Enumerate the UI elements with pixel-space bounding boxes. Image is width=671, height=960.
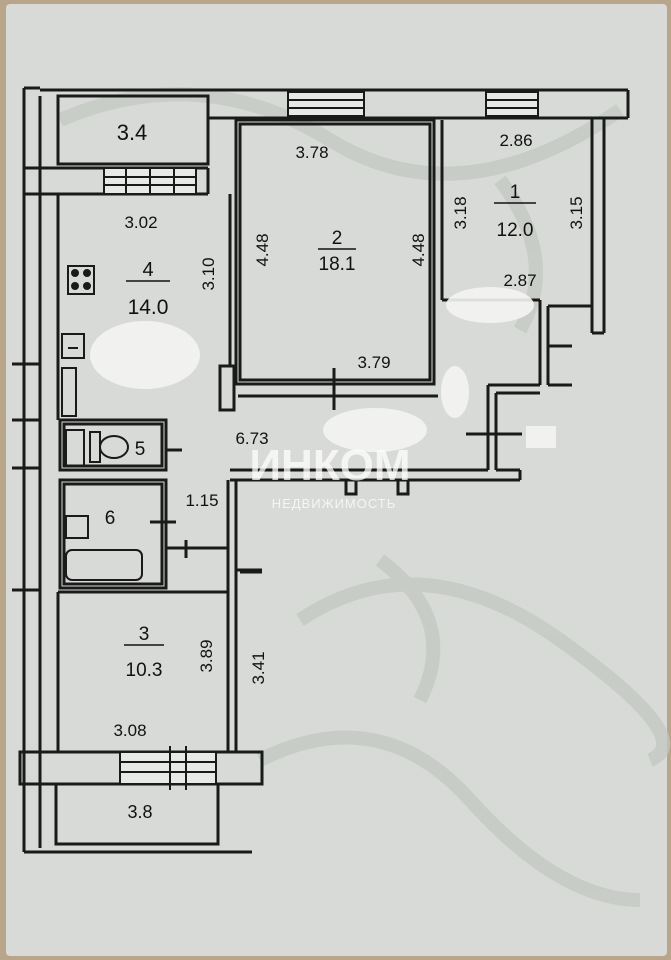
room-3-area: 10.3 bbox=[126, 660, 163, 681]
window-top-room2 bbox=[287, 91, 365, 117]
dimension-labels: 3.78 4.48 4.48 3.79 2.86 3.18 3.15 2.87 … bbox=[113, 131, 586, 740]
room-6-number: 6 bbox=[105, 508, 116, 529]
dim-hall: 6.73 bbox=[235, 429, 268, 448]
watermark-logo: ИНКОМ bbox=[249, 441, 410, 490]
room-4-number: 4 bbox=[142, 259, 153, 281]
dim-room3-bottom: 3.08 bbox=[113, 721, 146, 740]
bathtub-icon bbox=[65, 549, 143, 581]
room-2-number: 2 bbox=[332, 228, 343, 249]
dim-room2-top: 3.78 bbox=[295, 143, 328, 162]
balcony-bottom-area: 3.8 bbox=[127, 802, 152, 822]
dim-room1-left: 3.18 bbox=[451, 196, 470, 229]
windows bbox=[103, 91, 539, 790]
room-labels: 3.4 3.8 2 18.1 1 12.0 4 14.0 5 6 3 10.3 bbox=[105, 120, 536, 822]
paper-smudges bbox=[90, 287, 556, 452]
washbasin-icon bbox=[65, 429, 85, 467]
watermark-tagline: НЕДВИЖИМОСТЬ bbox=[272, 496, 397, 511]
room-3-number: 3 bbox=[139, 624, 150, 645]
dim-room3-corridor: 3.41 bbox=[249, 651, 268, 684]
dim-room2-right: 4.48 bbox=[409, 233, 428, 266]
room-4-area: 14.0 bbox=[128, 296, 169, 319]
watermark: ИНКОМ НЕДВИЖИМОСТЬ bbox=[249, 441, 410, 511]
door-markers bbox=[150, 368, 522, 574]
window-room3 bbox=[119, 746, 217, 790]
vent-shaft-icon bbox=[61, 367, 77, 417]
dim-room2-bottom: 3.79 bbox=[357, 353, 390, 372]
dim-room1-top: 2.86 bbox=[499, 131, 532, 150]
room-5-number: 5 bbox=[135, 439, 146, 460]
stove-icon bbox=[67, 265, 95, 295]
balcony-top-area: 3.4 bbox=[117, 120, 148, 145]
room-1-number: 1 bbox=[510, 182, 521, 203]
dim-room1-right: 3.15 bbox=[567, 196, 586, 229]
dim-room2-left: 4.48 bbox=[253, 233, 272, 266]
room-1-area: 12.0 bbox=[497, 220, 534, 241]
dim-room4-top: 3.02 bbox=[124, 213, 157, 232]
dim-room4-right: 3.10 bbox=[199, 257, 218, 290]
room-2-area: 18.1 bbox=[319, 254, 356, 275]
wall-ticks bbox=[12, 362, 40, 592]
dim-bath-corridor: 1.15 bbox=[185, 491, 218, 510]
window-kitchen bbox=[103, 167, 197, 195]
bath-sink-icon bbox=[65, 515, 89, 539]
toilet-icon bbox=[89, 431, 129, 463]
window-top-room1 bbox=[485, 91, 539, 117]
dim-room1-bottom: 2.87 bbox=[503, 271, 536, 290]
dim-room3-right: 3.89 bbox=[197, 639, 216, 672]
kitchen-sink-icon bbox=[61, 333, 85, 359]
